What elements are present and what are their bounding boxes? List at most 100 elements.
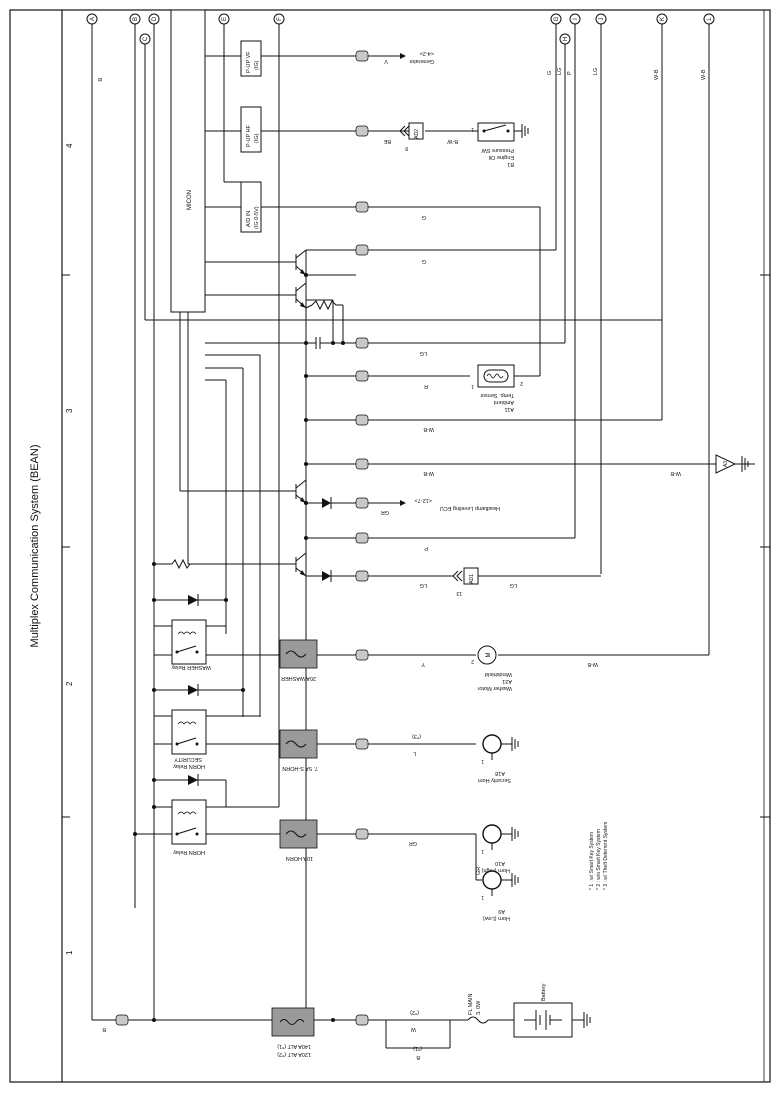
svg-text:LG: LG xyxy=(420,350,427,356)
svg-text:Temp. Sensor: Temp. Sensor xyxy=(480,392,514,398)
svg-text:W-B: W-B xyxy=(423,470,434,476)
svg-text:P-UP VF: P-UP VF xyxy=(246,51,252,73)
svg-text:LG: LG xyxy=(593,68,599,75)
grid-number-2: 2 xyxy=(65,681,74,686)
circle-tag-c: C xyxy=(139,33,151,45)
svg-text:I: I xyxy=(573,18,579,20)
ic-ad-in: A/D IN (IG 0-5V) xyxy=(240,181,262,233)
diode-headlamp xyxy=(322,497,332,509)
svg-text:(*2): (*2) xyxy=(410,1009,419,1015)
svg-text:120A ALT (*2): 120A ALT (*2) xyxy=(277,1051,311,1057)
transistor-3 xyxy=(295,479,307,504)
diagram-title: Multiplex Communication System (BEAN) xyxy=(29,445,41,648)
a10-horn-high: A10 Horn (High) xyxy=(481,824,519,873)
svg-text:10A HORN: 10A HORN xyxy=(286,855,313,861)
svg-text:<12-7>: <12-7> xyxy=(415,497,432,503)
circle-tags: A B C D E F G H I J K L xyxy=(86,13,715,45)
svg-text:1: 1 xyxy=(481,894,484,900)
svg-text:Windshield: Windshield xyxy=(485,671,512,677)
grid-number-3: 3 xyxy=(65,408,74,413)
svg-text:J: J xyxy=(599,18,605,21)
svg-text:B: B xyxy=(102,1026,106,1032)
svg-text:2: 2 xyxy=(520,380,523,386)
a31-label: A31 xyxy=(502,678,512,684)
pin-numbers: 1 8 1 2 13 2 1 1 1 xyxy=(405,126,523,900)
svg-text:GR: GR xyxy=(476,867,482,875)
circle-tag-b: B xyxy=(129,13,141,25)
svg-text:Headlamp Leveling ECU: Headlamp Leveling ECU xyxy=(440,505,500,511)
a11-temp-sensor: A11 Ambient Temp. Sensor xyxy=(477,364,515,412)
transistor-2 xyxy=(295,282,313,309)
micon-label: MICON xyxy=(187,190,193,210)
svg-text:Ambient: Ambient xyxy=(493,399,514,405)
svg-text:GR: GR xyxy=(381,509,389,515)
svg-text:Y: Y xyxy=(421,661,425,667)
grid-number-4: 4 xyxy=(65,143,74,148)
svg-text:20A WASHER: 20A WASHER xyxy=(281,675,316,681)
svg-text:B: B xyxy=(416,1054,420,1060)
svg-text:GR: GR xyxy=(409,840,417,846)
circle-tag-a: A xyxy=(86,13,98,25)
battery-label: Battery xyxy=(541,983,547,1001)
micon-block: MICON xyxy=(170,9,206,313)
vertical-wires xyxy=(91,24,710,1020)
resistor-transistor xyxy=(311,299,344,343)
fuse-10a-horn: 10A HORN xyxy=(279,819,356,861)
svg-text:D: D xyxy=(152,16,158,21)
right-wires xyxy=(368,55,755,1049)
security-relay-label-2: HORN Relay xyxy=(173,763,205,769)
washer-relay-label: WASHER Relay xyxy=(171,664,211,670)
svg-text:H: H xyxy=(563,37,569,41)
svg-text:1: 1 xyxy=(481,758,484,764)
fl-main-link: FL MAIN 3. 0W xyxy=(467,993,514,1024)
svg-text:(IG): (IG) xyxy=(254,60,260,70)
svg-text:Pressure SW: Pressure SW xyxy=(481,147,514,153)
svg-text:(IG): (IG) xyxy=(254,133,260,143)
svg-text:AD1: AD1 xyxy=(469,574,475,584)
ic-pup-v: P-UP VF (IG) xyxy=(240,40,262,77)
svg-text:AD2: AD2 xyxy=(414,129,420,139)
battery: Battery xyxy=(513,983,591,1038)
wire-color-labels: B V BE B-W G G LG R W-B W-B W-B GR P LG … xyxy=(96,58,707,1060)
note-1: * 1 : w/ Smart Key System xyxy=(589,832,595,890)
svg-text:A3: A3 xyxy=(723,461,729,467)
a10-label: A10 xyxy=(495,860,505,866)
svg-text:W-B: W-B xyxy=(587,661,598,667)
svg-text:B-W: B-W xyxy=(447,138,459,144)
svg-text:1: 1 xyxy=(471,383,474,389)
a3-ground: A3 xyxy=(715,454,749,474)
grid-number-1: 1 xyxy=(65,950,74,955)
note-3: * 3 : w/ Theft Deterrent System xyxy=(603,822,609,890)
svg-text:2: 2 xyxy=(471,658,474,664)
svg-text:E: E xyxy=(222,17,228,21)
circle-tag-h: H xyxy=(559,33,571,45)
svg-text:Washer Motor: Washer Motor xyxy=(477,685,512,691)
fuse-main-alt: 140A ALT (*1) 120A ALT (*2) xyxy=(154,1007,356,1057)
transistor-1 xyxy=(295,249,307,276)
svg-text:1: 1 xyxy=(471,126,474,132)
svg-text:FL MAIN: FL MAIN xyxy=(468,993,474,1015)
headlamp-ecu-ref: <12-7> Headlamp Leveling ECU xyxy=(400,497,500,511)
relay-diodes xyxy=(154,594,279,808)
svg-text:Generator: Generator xyxy=(409,58,434,64)
a9-horn-low: A9 Horn (Low) xyxy=(476,870,519,921)
svg-text:BE: BE xyxy=(383,138,391,144)
svg-text:13: 13 xyxy=(456,590,462,596)
frame xyxy=(9,9,771,1083)
resistor-relay xyxy=(154,558,191,570)
security-horn-relay: SECURITY HORN Relay xyxy=(154,709,280,769)
fuse-20a-washer: 20A WASHER xyxy=(279,639,356,681)
svg-text:B: B xyxy=(96,78,102,82)
svg-text:(*3): (*3) xyxy=(412,733,421,739)
micon-outputs xyxy=(145,55,662,717)
a11-label: A11 xyxy=(505,406,514,412)
svg-text:Engine Oil: Engine Oil xyxy=(489,154,514,160)
connector-pins xyxy=(115,50,369,1026)
svg-text:(IG 0-5V): (IG 0-5V) xyxy=(254,206,260,229)
circle-tag-g: G xyxy=(550,13,562,25)
svg-text:F: F xyxy=(277,17,283,21)
svg-text:1: 1 xyxy=(481,848,484,854)
svg-text:W-B: W-B xyxy=(654,69,660,80)
svg-text:L: L xyxy=(707,17,713,21)
